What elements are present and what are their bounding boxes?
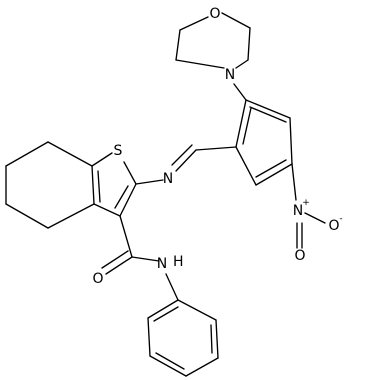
bond [179, 16, 209, 31]
atom-label-s-thiophene: S [114, 143, 123, 159]
bond [47, 141, 93, 167]
bond-double-inner [97, 170, 101, 203]
bond-double-inner [114, 185, 129, 209]
atom-label-o-nitro-right: O [328, 218, 339, 234]
bond [149, 355, 187, 377]
bond-aryl-ch [195, 146, 237, 151]
bond-n-phenyl [165, 273, 179, 301]
bond [175, 29, 181, 61]
bond [93, 203, 121, 217]
atom-label-n-imine: N [163, 171, 173, 187]
bond-n-c2 [135, 179, 164, 185]
atom-label-o-morpholine: O [209, 6, 220, 22]
bond-c3-carbonyl [119, 215, 133, 258]
atom-label-n-amide: N [157, 256, 167, 272]
bond-double-inner [242, 107, 252, 145]
bond-c-o-double [105, 256, 133, 275]
bond [245, 99, 291, 119]
bond [123, 161, 137, 185]
bond-c-nitro [291, 163, 297, 201]
bond-c-o-double [101, 250, 129, 269]
atom-label-n-nitro: N [293, 203, 303, 219]
bond-double-inner [249, 106, 287, 123]
bond [5, 141, 49, 167]
phenyl-ring [147, 299, 219, 377]
atom-label-h-amide: H [173, 254, 184, 270]
bond-ch-n-double [175, 149, 197, 172]
bond [255, 163, 293, 186]
morpholine-ring [175, 12, 251, 69]
bond [175, 59, 225, 69]
bond [185, 357, 219, 377]
bond-double-inner [155, 352, 185, 370]
bond [289, 117, 293, 165]
bond [235, 99, 247, 148]
bond [221, 12, 251, 29]
bond [91, 152, 113, 167]
bond-double-inner [210, 324, 213, 354]
bond [5, 203, 49, 229]
bond-double-inner [255, 159, 287, 178]
bond-double-inner [153, 306, 179, 322]
nitrophenyl-ring [235, 99, 293, 186]
bond [177, 299, 217, 321]
bond-ch-n-double [171, 144, 193, 166]
bond [235, 59, 249, 69]
bond [215, 319, 219, 359]
cyclohexene-ring [5, 141, 95, 229]
bond [235, 146, 257, 186]
bond [119, 183, 137, 217]
atom-label-o-amide: O [92, 271, 103, 287]
atom-label-n-morpholine: N [225, 67, 235, 83]
charge-minus: - [339, 214, 342, 224]
atom-label-o-nitro-bottom: O [294, 248, 305, 264]
bond-c-n [131, 256, 160, 262]
bond-n-o [304, 212, 326, 224]
thiophene-ring [91, 152, 137, 217]
bond [147, 317, 151, 357]
bond [47, 203, 95, 229]
bond [247, 27, 251, 61]
bond-n-aryl [233, 83, 247, 101]
bond [147, 299, 179, 319]
charge-plus: + [302, 198, 310, 208]
bond [91, 165, 95, 205]
